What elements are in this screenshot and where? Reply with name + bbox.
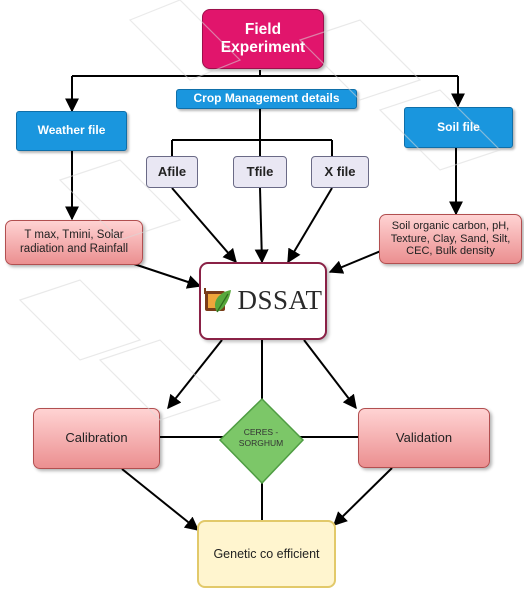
arrow-weather-dssat xyxy=(127,261,202,289)
x-file-box: X file xyxy=(311,156,369,188)
a-file-label: Afile xyxy=(157,163,187,179)
arrow-afile-dssat xyxy=(171,187,237,264)
t-file-label: Tfile xyxy=(246,163,274,179)
leaf-logo-icon xyxy=(204,288,232,313)
soil-file-label: Soil file xyxy=(437,119,480,134)
arrow-calibration-genetic xyxy=(121,468,200,531)
field-experiment-box: Field Experiment xyxy=(202,9,324,69)
arrow-soil-dssat xyxy=(328,247,389,274)
weather-parameters-label: T max, Tmini, Solar radiation and Rainfa… xyxy=(19,229,129,255)
weather-file-box: Weather file xyxy=(16,111,127,151)
arrow-dssat-calibration xyxy=(167,339,223,410)
soil-parameters-label: Soil organic carbon, pH, Texture, Clay, … xyxy=(390,220,511,258)
crop-management-box: Crop Management details xyxy=(176,89,357,109)
genetic-coefficient-label: Genetic co efficient xyxy=(213,546,320,561)
dssat-label: DSSAT xyxy=(237,285,323,316)
a-file-box: Afile xyxy=(146,156,198,188)
calibration-label: Calibration xyxy=(65,430,128,446)
validation-label: Validation xyxy=(395,429,453,445)
arrow-dssat-validation xyxy=(303,339,357,410)
field-experiment-label: Field Experiment xyxy=(220,21,306,56)
soil-file-box: Soil file xyxy=(404,107,513,148)
arrow-xfile-dssat xyxy=(287,187,333,264)
weather-file-label: Weather file xyxy=(37,123,106,138)
genetic-coefficient-box: Genetic co efficient xyxy=(197,520,336,588)
x-file-label: X file xyxy=(324,163,356,179)
calibration-box: Calibration xyxy=(33,408,160,469)
crop-management-label: Crop Management details xyxy=(193,91,340,106)
t-file-box: Tfile xyxy=(233,156,287,188)
weather-parameters-box: T max, Tmini, Solar radiation and Rainfa… xyxy=(5,220,143,265)
ceres-sorghum-label: CERES - SORGHUM xyxy=(238,426,284,448)
validation-box: Validation xyxy=(358,408,490,468)
ceres-sorghum-diamond xyxy=(218,397,305,485)
soil-parameters-box: Soil organic carbon, pH, Texture, Clay, … xyxy=(379,214,522,264)
dssat-model-box: DSSAT xyxy=(199,262,327,340)
arrow-validation-genetic xyxy=(333,467,393,526)
arrow-tfile-dssat xyxy=(254,187,269,264)
